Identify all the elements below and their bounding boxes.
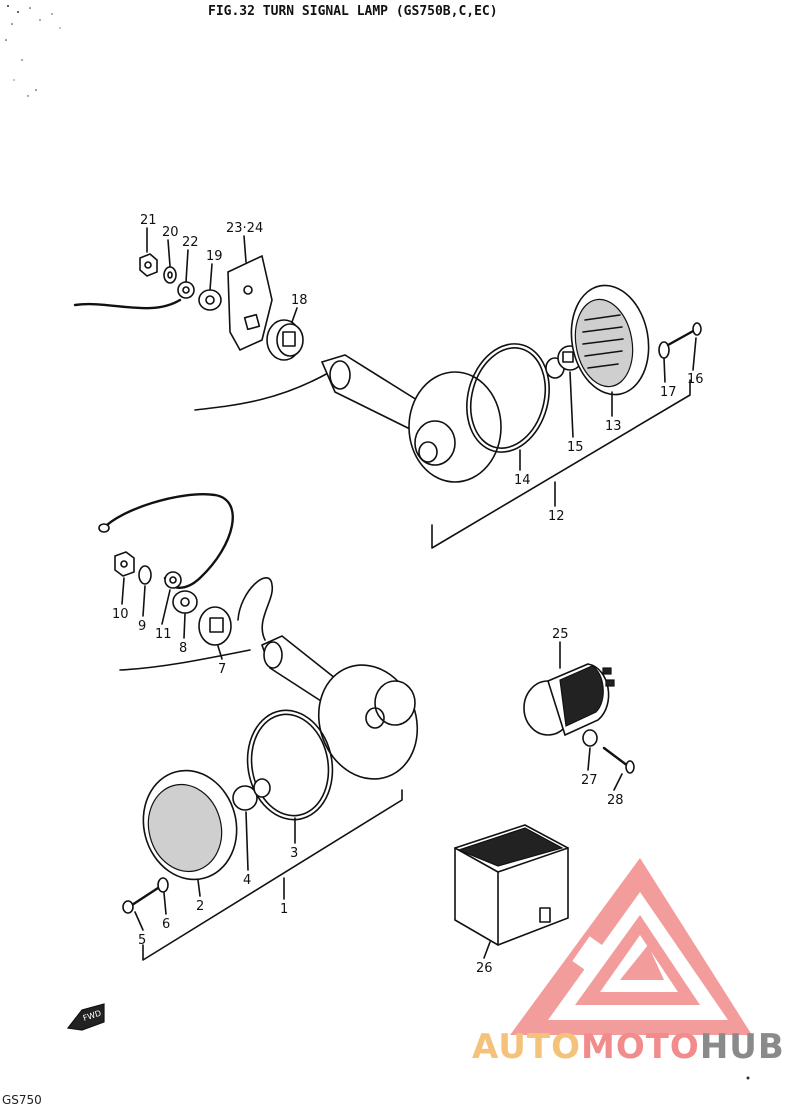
screw-5 (130, 886, 160, 907)
callout-15: 15 (567, 440, 584, 455)
upper-assembly (73, 253, 702, 549)
relay-25 (523, 663, 635, 774)
lower-assembly (98, 493, 419, 961)
gasket-3 (246, 709, 334, 821)
callout-20: 20 (162, 225, 179, 240)
callout-2: 2 (196, 899, 204, 914)
callout-7: 7 (218, 662, 226, 677)
terminal-22 (177, 281, 195, 299)
washer-8 (172, 590, 198, 614)
terminal-11 (164, 571, 182, 589)
callout-18: 18 (291, 293, 308, 308)
callout-8: 8 (179, 641, 187, 656)
callout-22: 22 (182, 235, 199, 250)
callout-25: 25 (552, 627, 569, 642)
callout-26: 26 (476, 961, 493, 976)
watermark-text: AUTOMOTOHUB (472, 1027, 785, 1067)
watermark-part3: HUB (700, 1027, 785, 1067)
watermark-logo (510, 858, 752, 1035)
callout-11: 11 (155, 627, 172, 642)
callout-6: 6 (162, 917, 170, 932)
nut-10 (114, 551, 135, 577)
screw-28 (602, 746, 630, 768)
callout-10: 10 (112, 607, 129, 622)
figure-title: FIG.32 TURN SIGNAL LAMP (GS750B,C,EC) (208, 4, 498, 19)
grommet-7 (198, 606, 232, 646)
callout-16: 16 (687, 372, 704, 387)
callout-27: 27 (581, 773, 598, 788)
callout-23-24: 23·24 (226, 221, 263, 236)
callout-17: 17 (660, 385, 677, 400)
callout-3: 3 (290, 846, 298, 861)
fwd-arrow-icon: FWD (66, 1003, 105, 1031)
callout-9: 9 (138, 619, 146, 634)
callouts: 21 20 22 23·24 19 18 16 17 13 15 14 12 1… (112, 213, 704, 976)
callout-13: 13 (605, 419, 622, 434)
washer-9 (138, 565, 152, 585)
footer-model: GS750 (2, 1093, 42, 1107)
callout-14: 14 (514, 473, 531, 488)
washer-27 (582, 729, 598, 747)
scan-noise (5, 5, 61, 97)
gasket-14 (466, 343, 550, 453)
washer-6 (157, 877, 169, 893)
screw-16 (666, 328, 697, 347)
callout-19: 19 (206, 249, 223, 264)
washer-19 (198, 289, 222, 311)
watermark-part2: MOTO (581, 1027, 700, 1067)
watermark-part1: AUTO (472, 1027, 581, 1067)
bulb-4 (232, 785, 258, 811)
nut-21 (139, 253, 158, 277)
callout-28: 28 (607, 793, 624, 808)
callout-12: 12 (548, 509, 565, 524)
cover-26 (454, 824, 569, 946)
callout-4: 4 (243, 873, 251, 888)
bracket-23-24 (227, 254, 273, 352)
callout-5: 5 (138, 933, 146, 948)
callout-1: 1 (280, 902, 288, 917)
callout-21: 21 (140, 213, 157, 228)
washer-20 (163, 266, 177, 284)
